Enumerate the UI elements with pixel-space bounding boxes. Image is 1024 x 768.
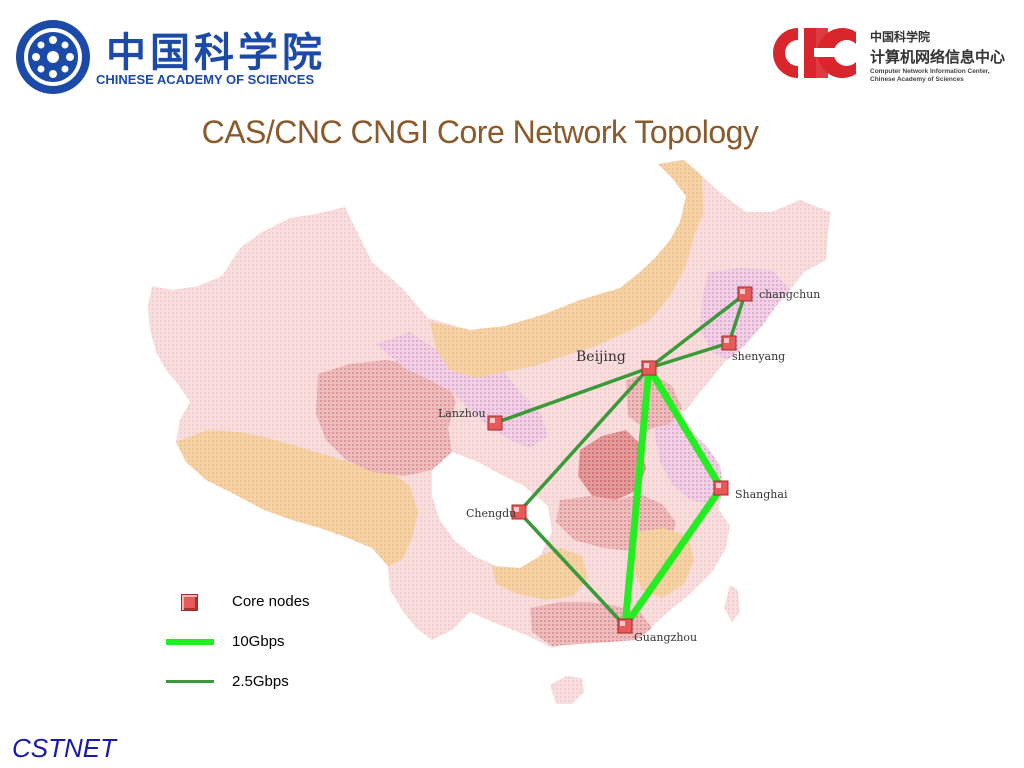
node-beijing: Beijing — [576, 349, 657, 376]
node-highlight-chengdu — [514, 507, 519, 512]
cnc-english-line2: Chinese Academy of Sciences — [870, 76, 964, 83]
node-highlight-lanzhou — [490, 418, 495, 423]
thick-link-swatch — [166, 639, 214, 645]
region-shaanxi — [578, 430, 646, 500]
link-beijing-chengdu — [517, 366, 651, 514]
cas-name-english: CHINESE ACADEMY OF SCIENCES — [96, 72, 315, 87]
node-highlight-beijing — [644, 363, 649, 368]
node-shenyang: shenyang — [721, 335, 785, 363]
node-highlight-shanghai — [716, 483, 721, 488]
slide-title: CAS/CNC CNGI Core Network Topology — [201, 114, 759, 150]
region-hebei — [626, 372, 682, 430]
region-inner-mongolia — [430, 160, 706, 378]
link-chengdu-guangzhou — [517, 510, 627, 628]
link-changchun-shenyang — [727, 292, 747, 345]
cnc-english-line1: Computer Network Information Center, — [870, 68, 990, 75]
node-label-lanzhou: Lanzhou — [438, 407, 486, 420]
hainan-island — [550, 676, 584, 704]
taiwan-island — [724, 585, 740, 622]
region-tibet — [176, 430, 418, 566]
node-label-beijing: Beijing — [576, 349, 626, 365]
node-label-chengdu: Chengdu — [466, 507, 516, 520]
china-map — [148, 160, 830, 704]
legend: Core nodes 10Gbps 2.5Gbps — [160, 588, 360, 698]
node-label-guangzhou: Guangzhou — [634, 631, 697, 644]
network-links — [493, 292, 747, 630]
cnc-name-line2: 计算机网络信息中心 — [870, 49, 1006, 66]
link-beijing-shanghai — [645, 364, 725, 492]
legend-label-core-nodes: Core nodes — [232, 593, 310, 610]
cnc-logo: 中国科学院 计算机网络信息中心 Computer Network Informa… — [770, 22, 1010, 88]
node-highlight-shenyang — [724, 338, 729, 343]
cnc-mark-icon — [773, 28, 856, 78]
node-highlight-changchun — [740, 289, 745, 294]
link-beijing-changchun — [647, 292, 747, 370]
node-label-shenyang: shenyang — [732, 350, 785, 363]
legend-core-nodes: Core nodes — [160, 590, 360, 614]
cas-seal-icon — [16, 20, 90, 94]
link-beijing-lanzhou — [493, 366, 651, 425]
node-chengdu: Chengdu — [466, 504, 527, 520]
node-label-changchun: changchun — [759, 288, 820, 301]
node-shanghai: Shanghai — [713, 480, 788, 501]
region-heilongjiang — [702, 176, 830, 272]
node-label-shanghai: Shanghai — [735, 488, 788, 501]
legend-10gbps: 10Gbps — [160, 630, 360, 654]
cas-name-chinese: 中国科学院 — [106, 29, 326, 76]
region-east-coast — [654, 418, 724, 504]
cnc-name-line1: 中国科学院 — [870, 30, 931, 44]
core-node-icon — [181, 594, 198, 611]
legend-label-10gbps: 10Gbps — [232, 633, 285, 650]
footer-brand: CSTNET — [12, 733, 116, 763]
node-lanzhou: Lanzhou — [438, 407, 503, 431]
region-qinghai — [316, 360, 456, 476]
region-south — [530, 602, 652, 646]
node-highlight-guangzhou — [620, 621, 625, 626]
thin-link-swatch — [166, 680, 214, 683]
link-beijing-guangzhou — [621, 364, 653, 630]
cas-logo: 中国科学院 CHINESE ACADEMY OF SCIENCES — [14, 14, 322, 94]
region-sichuan — [432, 452, 552, 568]
node-changchun: changchun — [737, 286, 820, 302]
legend-label-2-5gbps: 2.5Gbps — [232, 673, 289, 690]
legend-2-5gbps: 2.5Gbps — [160, 670, 360, 694]
link-beijing-shenyang — [647, 341, 731, 370]
node-guangzhou: Guangzhou — [617, 618, 697, 644]
link-shanghai-guangzhou — [621, 484, 725, 630]
